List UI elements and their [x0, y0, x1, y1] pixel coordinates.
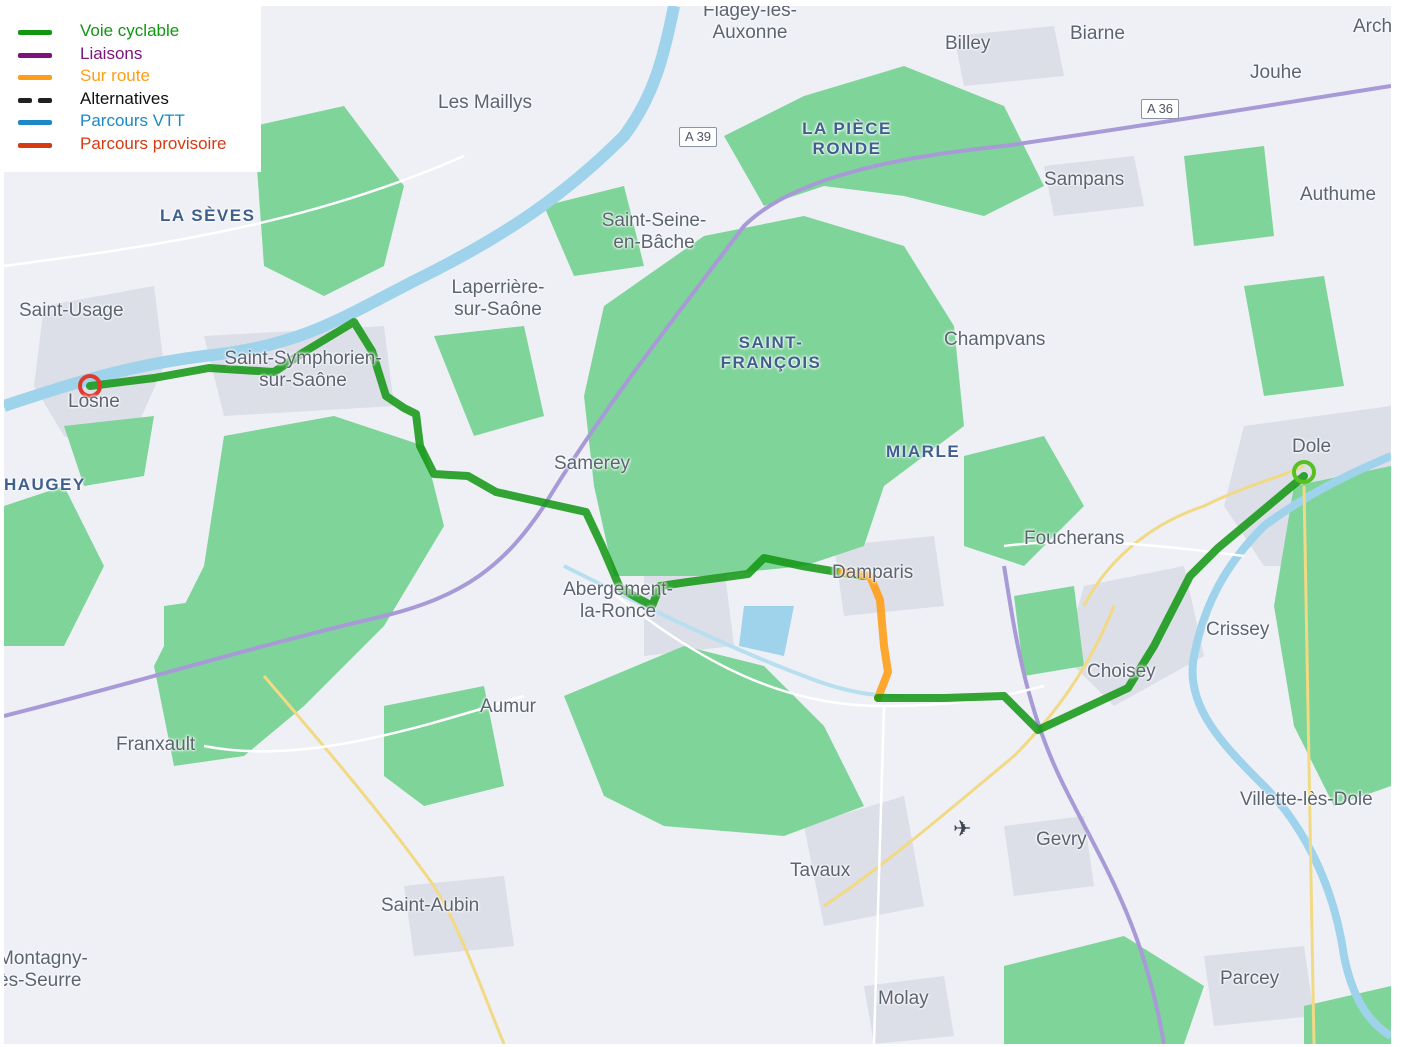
legend-item-parcours-vtt: Parcours VTT: [4, 110, 261, 132]
legend-label: Parcours provisoire: [80, 133, 227, 153]
start-marker-icon[interactable]: [78, 374, 102, 398]
label-crissey: Crissey: [1206, 619, 1270, 640]
label-losne: Losne: [68, 391, 120, 412]
legend-item-alternatives: Alternatives: [4, 88, 261, 110]
label-tavaux: Tavaux: [790, 860, 851, 881]
legend-swatch: [18, 142, 52, 148]
route-voie-cyclable-east[interactable]: [874, 472, 1308, 734]
label-chaugey: HAUGEY: [4, 475, 86, 494]
legend-item-sur-route: Sur route: [4, 65, 261, 87]
label-billey: Billey: [945, 33, 991, 54]
label-parcey: Parcey: [1220, 968, 1280, 989]
map-view[interactable]: Flagey-lès- Auxonne Billey Biarne Arch J…: [4, 6, 1391, 1044]
road-shield-a39: A 39: [679, 127, 718, 147]
road-shield-a36: A 36: [1141, 99, 1180, 119]
label-champvans: Champvans: [944, 329, 1046, 350]
label-dole: Dole: [1292, 436, 1332, 457]
label-jouhe: Jouhe: [1250, 62, 1302, 83]
label-villette: Villette-lès-Dole: [1240, 789, 1373, 810]
label-foucherans: Foucherans: [1024, 528, 1125, 549]
airplane-icon: ✈: [953, 816, 972, 841]
label-saint-aubin: Saint-Aubin: [381, 895, 480, 916]
legend-item-parcours-provisoire: Parcours provisoire: [4, 133, 261, 155]
legend-item-voie-cyclable: Voie cyclable: [4, 20, 261, 42]
map-canvas: [4, 6, 1391, 1044]
label-saint-usage: Saint-Usage: [19, 300, 124, 321]
label-la-piece-ronde: LA PIÈCE RONDE: [802, 119, 892, 158]
label-gevry: Gevry: [1036, 829, 1087, 850]
label-miarle: MIARLE: [886, 442, 961, 461]
label-archelange: Arch: [1353, 16, 1391, 37]
legend-swatch: [18, 120, 52, 125]
label-molay: Molay: [878, 988, 929, 1009]
legend-item-liaisons: Liaisons: [4, 43, 261, 65]
route-voie-cyclable-west[interactable]: [86, 318, 868, 610]
label-saint-symphorien: Saint-Symphorien- sur-Saône: [224, 348, 382, 391]
label-biarne: Biarne: [1070, 23, 1125, 44]
legend-swatch: [18, 30, 52, 35]
lake: [739, 606, 794, 656]
label-aumur: Aumur: [480, 696, 536, 717]
route-sur-route[interactable]: [838, 568, 892, 702]
label-authume: Authume: [1300, 184, 1377, 205]
label-choisey: Choisey: [1087, 661, 1156, 682]
label-montagny: Montagny- ès-Seurre: [4, 948, 88, 991]
label-samerey: Samerey: [554, 453, 631, 474]
label-saint-seine: Saint-Seine- en-Bâche: [601, 210, 707, 253]
legend-swatch: [18, 52, 52, 58]
label-franxault: Franxault: [116, 734, 196, 755]
legend-label: Voie cyclable: [80, 21, 180, 40]
label-saint-francois: SAINT- FRANÇOIS: [720, 333, 822, 372]
label-damparis: Damparis: [832, 562, 914, 583]
legend-swatch: [18, 97, 52, 103]
end-marker-icon[interactable]: [1292, 460, 1316, 484]
label-laperriere: Laperrière- sur-Saône: [451, 277, 545, 320]
legend-swatch: [18, 75, 52, 80]
label-flagey: Flagey-lès- Auxonne: [703, 6, 797, 43]
legend-label: Liaisons: [80, 43, 143, 63]
legend-label: Sur route: [80, 66, 150, 85]
label-les-maillys: Les Maillys: [438, 92, 532, 113]
legend-label: Parcours VTT: [80, 111, 185, 130]
label-sampans: Sampans: [1044, 169, 1125, 190]
legend-label: Alternatives: [80, 88, 169, 108]
forest-areas: [4, 66, 1391, 1044]
motorways: [4, 84, 1391, 1044]
label-abergement: Abergement- la-Ronce: [563, 579, 673, 622]
label-la-seves: LA SÈVES: [160, 206, 256, 225]
